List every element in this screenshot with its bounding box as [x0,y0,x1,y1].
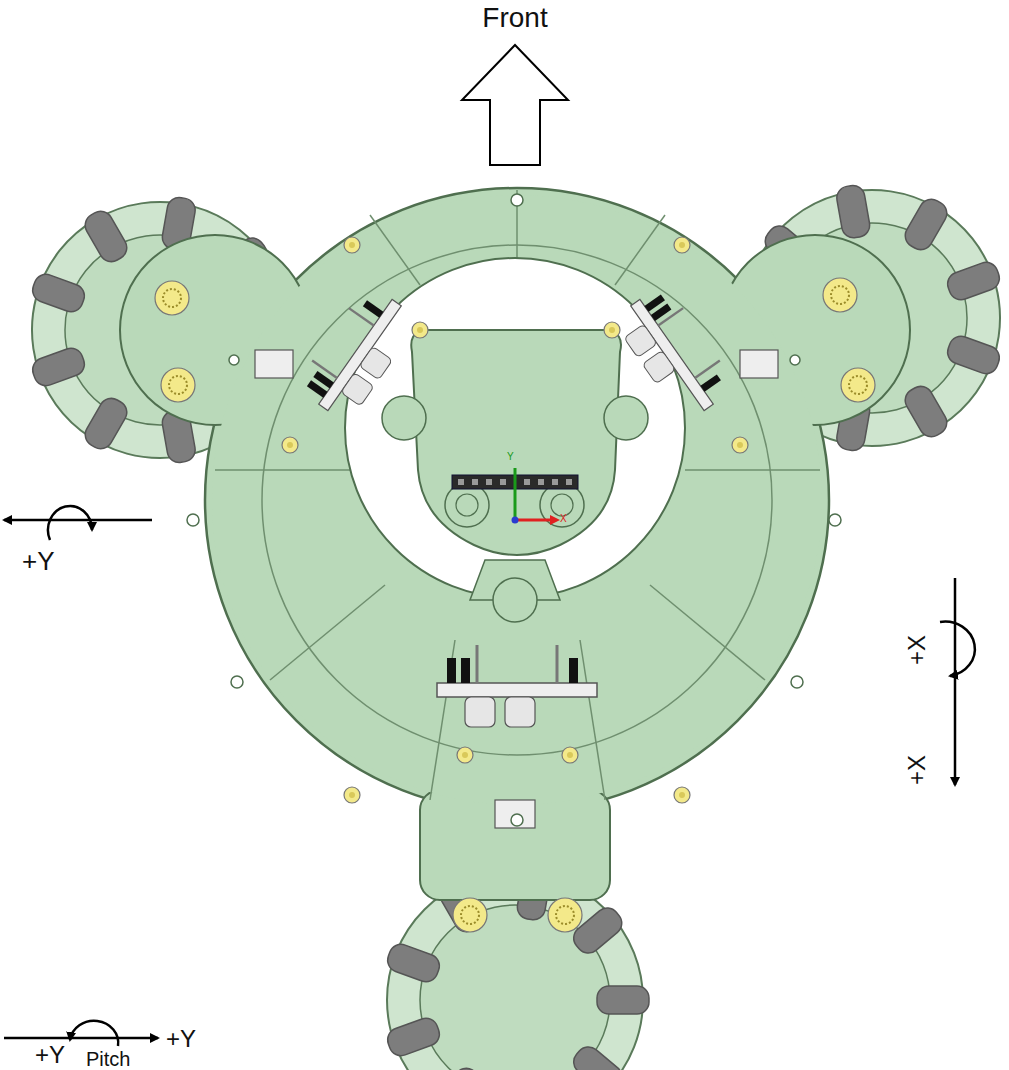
rotation-name: Pitch [86,1049,130,1069]
front-label: Front [482,4,547,32]
axis-label: +X [905,635,929,665]
axis-label: Y [507,452,514,462]
axis-label: +Y [35,1043,65,1067]
axis-label: X [560,514,567,524]
axis-label: +X [905,755,929,785]
axis-label: +Y [166,1027,196,1051]
axis-label: +Y [22,548,55,574]
